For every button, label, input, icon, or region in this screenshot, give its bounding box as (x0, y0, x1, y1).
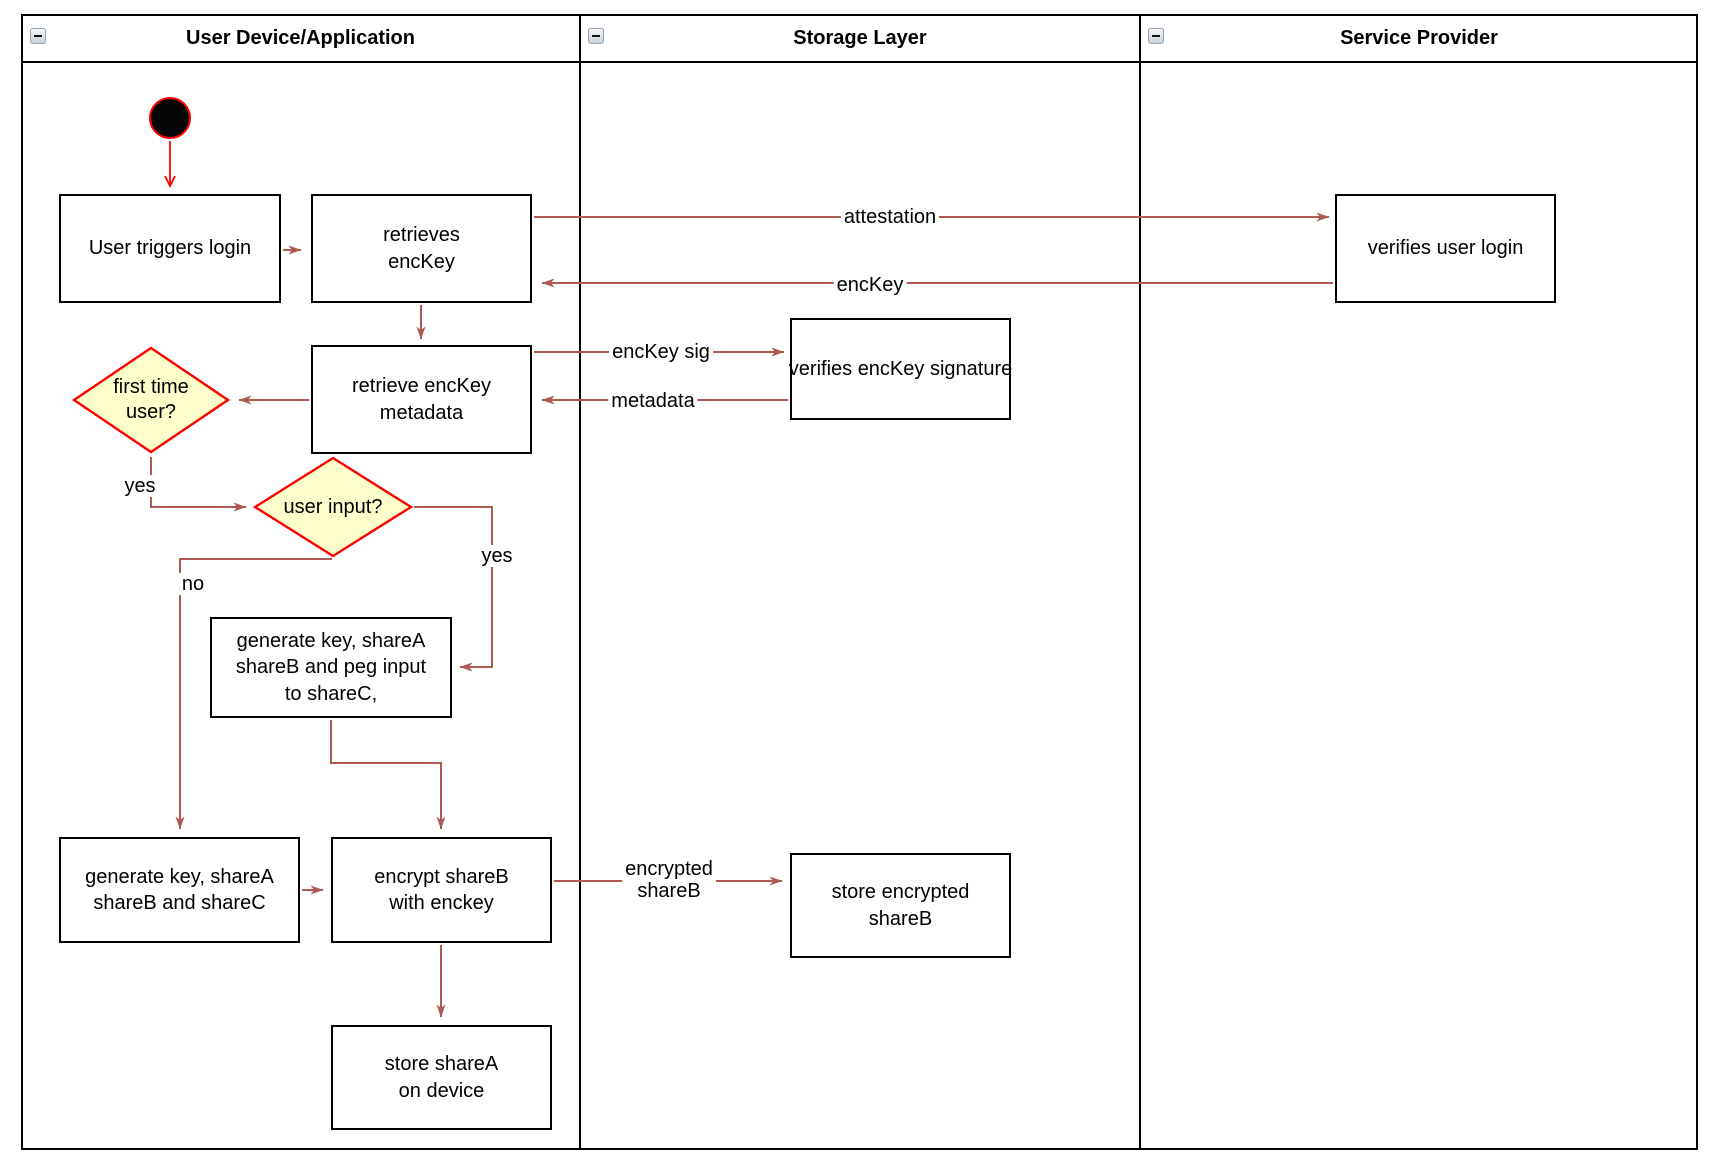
lane-divider-2 (1139, 14, 1141, 1150)
node-label: verifies encKey signature (788, 357, 1013, 380)
lane-header-storage-layer[interactable]: Storage Layer (580, 16, 1140, 61)
lane-title-service-provider: Service Provider (1340, 27, 1498, 49)
node-verifies-user-login[interactable]: verifies user login (1335, 194, 1556, 303)
node-store-sharea[interactable]: store shareA on device (331, 1025, 552, 1130)
edge-label-encrypted-shareb[interactable]: encrypted shareB (622, 858, 716, 902)
lane-header-user-device[interactable]: User Device/Application (21, 16, 580, 61)
decision-user-input[interactable]: user input? (252, 455, 414, 559)
node-label: user input? (283, 495, 383, 518)
start-node[interactable] (149, 97, 191, 139)
edge-label-enckey[interactable]: encKey (833, 274, 907, 296)
node-generate-key-sharec[interactable]: generate key, shareA shareB and shareC (59, 837, 300, 943)
node-generate-key-peg-input[interactable]: generate key, shareA shareB and peg inpu… (210, 617, 452, 718)
lane-header-separator (21, 61, 1698, 63)
node-label: first time user? (113, 376, 189, 423)
decision-first-time-user[interactable]: first time user? (71, 345, 231, 455)
lane-title-storage-layer: Storage Layer (793, 27, 927, 49)
node-label: verifies user login (1367, 237, 1524, 260)
node-label: generate key, shareA shareB and shareC (85, 865, 274, 914)
pool-frame (21, 14, 1698, 1150)
edge-label-yes-user-input[interactable]: yes (478, 545, 516, 567)
collapse-minus-icon[interactable] (1148, 28, 1164, 44)
node-label: retrieves encKey (383, 224, 460, 273)
diamond-shape (252, 456, 414, 558)
edge-label-attestation[interactable]: attestation (840, 206, 940, 228)
collapse-minus-icon[interactable] (588, 28, 604, 44)
node-user-triggers-login[interactable]: User triggers login (59, 194, 281, 303)
node-label: store shareA on device (384, 1053, 499, 1102)
node-verifies-enckey-signature[interactable]: verifies encKey signature (788, 318, 1013, 420)
lane-title-user-device: User Device/Application (186, 27, 415, 49)
node-retrieves-enckey[interactable]: retrieves encKey (311, 194, 532, 303)
node-label: retrieve encKey metadata (352, 375, 491, 424)
collapse-minus-icon[interactable] (30, 28, 46, 44)
lane-header-service-provider[interactable]: Service Provider (1140, 16, 1698, 61)
diamond-shape (71, 346, 231, 454)
edge-label-no-user-input[interactable]: no (178, 573, 208, 595)
node-encrypt-shareb[interactable]: encrypt shareB with enckey (331, 837, 552, 943)
node-label: encrypt shareB with enckey (374, 865, 509, 914)
node-label: User triggers login (88, 237, 252, 260)
edge-label-yes-first-time[interactable]: yes (121, 475, 159, 497)
node-retrieve-enckey-metadata[interactable]: retrieve encKey metadata (311, 345, 532, 454)
edge-label-metadata[interactable]: metadata (608, 390, 698, 412)
lane-divider-1 (579, 14, 581, 1150)
node-label: generate key, shareA shareB and peg inpu… (235, 629, 427, 705)
edge-label-enckey-sig[interactable]: encKey sig (609, 341, 713, 363)
node-store-encrypted-shareb[interactable]: store encrypted shareB (790, 853, 1011, 958)
node-label: store encrypted shareB (831, 881, 970, 930)
